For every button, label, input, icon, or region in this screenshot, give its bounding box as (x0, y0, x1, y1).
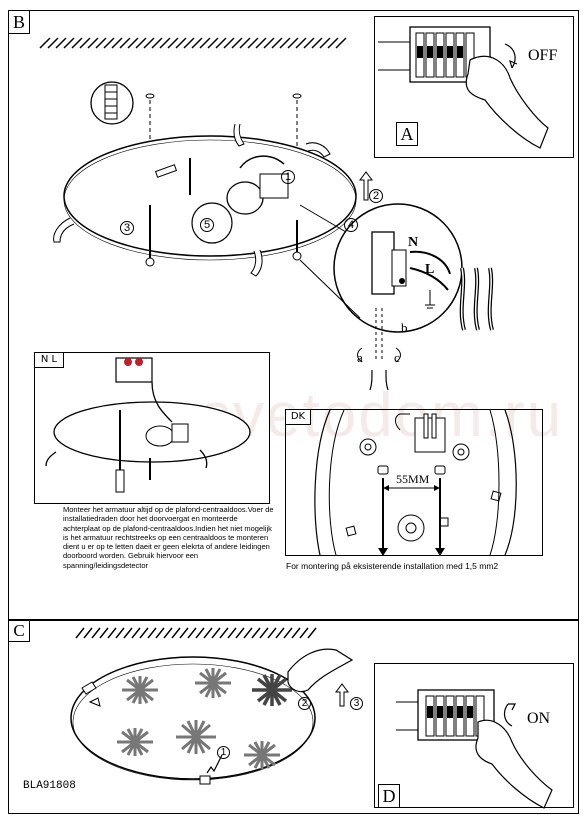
c-step-2-label: 2 (298, 697, 311, 710)
switch-on-label: ON (527, 710, 551, 727)
wire-a-label: a (357, 350, 363, 365)
c-step-3-label: 3 (350, 697, 363, 710)
nl-panel-frame (34, 352, 270, 504)
step-2-label: 2 (369, 189, 383, 203)
section-b-label: B (8, 10, 30, 34)
c-step-1-label: 1 (217, 746, 230, 759)
wire-c-label: c (394, 350, 400, 365)
section-d-label: D (378, 784, 400, 808)
dk-panel-frame (285, 409, 543, 556)
section-c-frame (8, 620, 579, 814)
live-label: L (425, 262, 435, 277)
switch-off-label: OFF (528, 47, 558, 64)
watermark: svetodom.ru (200, 381, 564, 450)
dk-caption: For montering på eksisterende installati… (286, 561, 499, 571)
nl-instruction-text: Monteer het armatuur altijd op de plafon… (63, 505, 274, 570)
product-code: BLA91808 (23, 780, 76, 792)
wire-b-label: b (401, 320, 408, 335)
section-a-frame (374, 16, 574, 158)
step-5-label: 5 (200, 218, 214, 232)
nl-label: N L (34, 352, 64, 368)
dk-label: DK (285, 409, 311, 425)
neutral-label: N (408, 235, 419, 250)
dk-dimension-label: 55MM (396, 472, 430, 486)
section-c-label: C (8, 620, 30, 642)
section-a-label: A (396, 122, 418, 146)
step-3-label: 3 (120, 221, 134, 235)
step-1-label: 1 (281, 170, 295, 184)
step-4-label: 4 (344, 218, 358, 232)
section-d-frame (374, 663, 574, 808)
section-b-frame (8, 10, 579, 620)
